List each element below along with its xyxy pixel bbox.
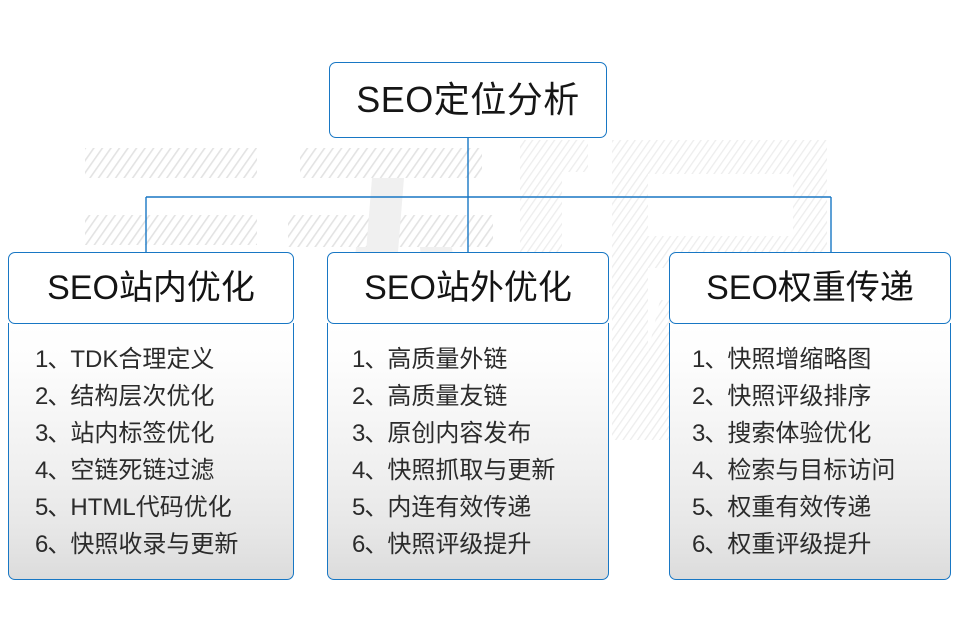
list-item[interactable]: 6、 权重评级提升 [670, 526, 950, 563]
column-seo-onsite: SEO站内优化 1、 TDK合理定义 2、 结构层次优化 3、 站内标签优化 4… [8, 252, 294, 580]
list-item-index: 3、 [692, 420, 728, 447]
list-item-label: 检索与目标访问 [727, 457, 896, 484]
list-item-index: 4、 [352, 457, 388, 484]
list-item-index: 2、 [35, 383, 71, 410]
column-header-label-0: SEO站内优化 [47, 269, 255, 307]
list-item-index: 4、 [35, 457, 71, 484]
list-item-label: 快照评级提升 [387, 531, 532, 558]
list-item-label: 快照抓取与更新 [387, 457, 556, 484]
list-item-index: 1、 [352, 346, 388, 373]
list-item-label: 空链死链过滤 [70, 457, 215, 484]
list-item-index: 6、 [352, 531, 388, 558]
list-item-label: 权重有效传递 [727, 494, 872, 521]
list-item[interactable]: 5、 HTML代码优化 [9, 489, 293, 526]
item-list-2: 1、 快照增缩略图 2、 快照评级排序 3、 搜索体验优化 4、 检索与目标访问… [670, 341, 950, 563]
list-item-label: 快照增缩略图 [727, 346, 872, 373]
list-item-label: TDK合理定义 [70, 346, 215, 373]
list-item-label: 快照收录与更新 [70, 531, 239, 558]
column-body-1: 1、 高质量外链 2、 高质量友链 3、 原创内容发布 4、 快照抓取与更新 5… [327, 323, 609, 580]
list-item[interactable]: 1、 快照增缩略图 [670, 341, 950, 378]
column-header-2[interactable]: SEO权重传递 [669, 252, 951, 324]
column-header-label-1: SEO站外优化 [364, 269, 572, 307]
list-item-label: 内连有效传递 [387, 494, 532, 521]
item-list-0: 1、 TDK合理定义 2、 结构层次优化 3、 站内标签优化 4、 空链死链过滤… [9, 341, 293, 563]
list-item-index: 5、 [692, 494, 728, 521]
list-item-index: 2、 [352, 383, 388, 410]
column-body-0: 1、 TDK合理定义 2、 结构层次优化 3、 站内标签优化 4、 空链死链过滤… [8, 323, 294, 580]
list-item[interactable]: 2、 快照评级排序 [670, 378, 950, 415]
list-item-index: 5、 [35, 494, 71, 521]
list-item[interactable]: 3、 站内标签优化 [9, 415, 293, 452]
list-item[interactable]: 1、 TDK合理定义 [9, 341, 293, 378]
list-item-label: 快照评级排序 [727, 383, 872, 410]
list-item-index: 6、 [35, 531, 71, 558]
column-header-label-2: SEO权重传递 [706, 269, 914, 307]
list-item-label: 站内标签优化 [70, 420, 215, 447]
list-item-index: 2、 [692, 383, 728, 410]
list-item[interactable]: 1、 高质量外链 [328, 341, 608, 378]
list-item[interactable]: 2、 结构层次优化 [9, 378, 293, 415]
list-item-index: 5、 [352, 494, 388, 521]
list-item[interactable]: 2、 高质量友链 [328, 378, 608, 415]
column-header-1[interactable]: SEO站外优化 [327, 252, 609, 324]
list-item[interactable]: 3、 搜索体验优化 [670, 415, 950, 452]
root-node[interactable]: SEO定位分析 [329, 62, 607, 138]
root-node-label: SEO定位分析 [356, 79, 580, 120]
list-item-label: 结构层次优化 [70, 383, 215, 410]
column-header-0[interactable]: SEO站内优化 [8, 252, 294, 324]
list-item[interactable]: 4、 检索与目标访问 [670, 452, 950, 489]
column-body-2: 1、 快照增缩略图 2、 快照评级排序 3、 搜索体验优化 4、 检索与目标访问… [669, 323, 951, 580]
item-list-1: 1、 高质量外链 2、 高质量友链 3、 原创内容发布 4、 快照抓取与更新 5… [328, 341, 608, 563]
list-item-index: 1、 [35, 346, 71, 373]
list-item[interactable]: 4、 快照抓取与更新 [328, 452, 608, 489]
list-item-label: 原创内容发布 [387, 420, 532, 447]
list-item[interactable]: 6、 快照评级提升 [328, 526, 608, 563]
list-item-label: HTML代码优化 [70, 494, 232, 521]
list-item-index: 6、 [692, 531, 728, 558]
list-item-index: 4、 [692, 457, 728, 484]
list-item[interactable]: 3、 原创内容发布 [328, 415, 608, 452]
list-item-label: 高质量友链 [387, 383, 508, 410]
list-item-label: 搜索体验优化 [727, 420, 872, 447]
list-item-index: 1、 [692, 346, 728, 373]
list-item-index: 3、 [352, 420, 388, 447]
list-item-label: 权重评级提升 [727, 531, 872, 558]
list-item[interactable]: 6、 快照收录与更新 [9, 526, 293, 563]
list-item[interactable]: 5、 权重有效传递 [670, 489, 950, 526]
list-item-index: 3、 [35, 420, 71, 447]
column-seo-weight-transfer: SEO权重传递 1、 快照增缩略图 2、 快照评级排序 3、 搜索体验优化 4、 [669, 252, 951, 580]
list-item[interactable]: 5、 内连有效传递 [328, 489, 608, 526]
list-item-label: 高质量外链 [387, 346, 508, 373]
list-item[interactable]: 4、 空链死链过滤 [9, 452, 293, 489]
column-seo-offsite: SEO站外优化 1、 高质量外链 2、 高质量友链 3、 原创内容发布 4、 快 [327, 252, 609, 580]
